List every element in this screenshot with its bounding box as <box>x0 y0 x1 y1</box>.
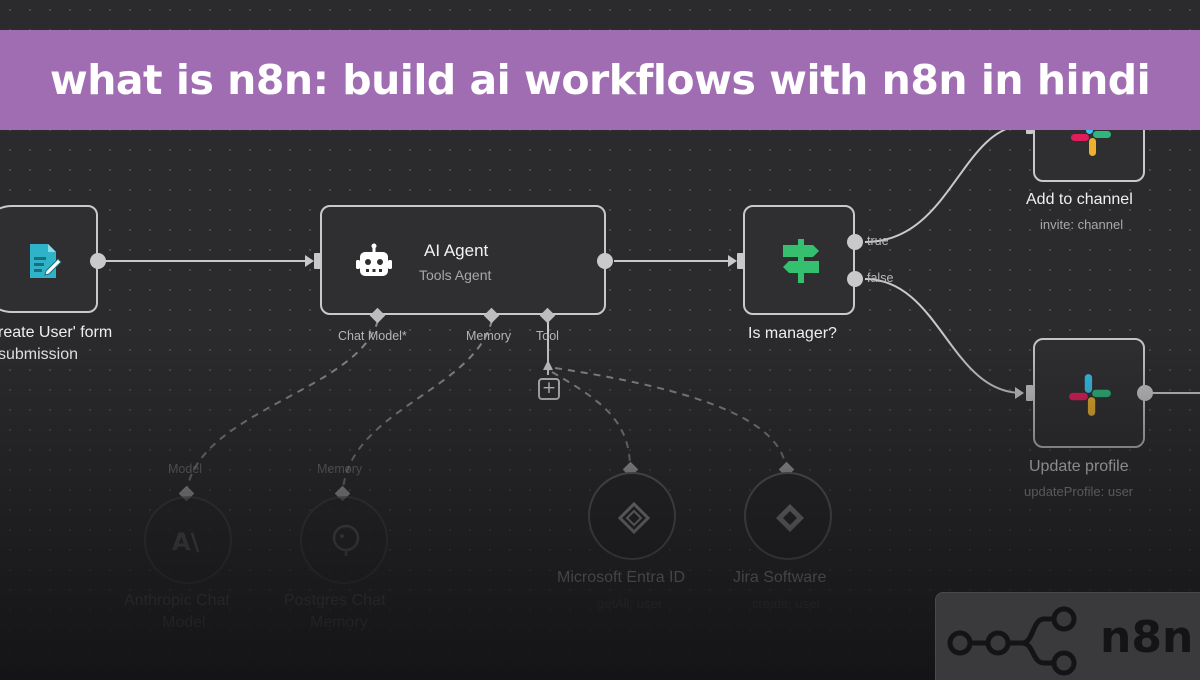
ai-agent-title: AI Agent <box>424 241 489 260</box>
jira-sublabel: create: user <box>752 596 821 611</box>
if-node[interactable] <box>743 205 855 315</box>
slack-update-sublabel: updateProfile: user <box>1024 484 1134 499</box>
form-trigger-label-line1: reate User' form <box>0 324 113 341</box>
form-trigger-node[interactable] <box>0 205 98 313</box>
if-node-label: Is manager? <box>748 325 837 342</box>
postgres-icon <box>330 524 362 563</box>
slack-add-label: Add to channel <box>1026 191 1133 208</box>
entra-node[interactable] <box>588 472 676 560</box>
n8n-logo-icon <box>947 606 1077 676</box>
postgres-label-line1: Postgres Chat <box>284 592 386 609</box>
entra-icon <box>614 498 654 543</box>
if-true-handle[interactable] <box>847 234 863 250</box>
slack-add-sublabel: invite: channel <box>1040 217 1124 232</box>
chat-model-port-label: Chat Model* <box>338 329 407 343</box>
if-true-label: true <box>867 234 889 248</box>
title-banner: what is n8n: build ai workflows with n8n… <box>0 30 1200 130</box>
memory-port-label: Memory <box>466 329 512 343</box>
robot-icon <box>354 243 394 288</box>
anthropic-label-line2: Model <box>162 614 206 631</box>
ai-agent-output-handle[interactable] <box>597 253 613 269</box>
add-tool-button[interactable]: + <box>538 378 560 400</box>
form-document-icon <box>24 241 64 286</box>
ai-agent-input-port[interactable] <box>314 253 321 269</box>
if-false-handle[interactable] <box>847 271 863 287</box>
ai-agent-subtitle: Tools Agent <box>419 267 492 283</box>
slack-update-node[interactable] <box>1033 338 1145 448</box>
anthropic-port-label: Model <box>168 462 203 476</box>
jira-node[interactable] <box>744 472 832 560</box>
postgres-node[interactable] <box>300 496 388 584</box>
anthropic-icon: A\ <box>172 528 200 556</box>
signpost-icon <box>779 237 823 290</box>
slack-update-input-port[interactable] <box>1026 385 1033 401</box>
jira-label: Jira Software <box>733 569 827 586</box>
form-trigger-output-handle[interactable] <box>90 253 106 269</box>
postgres-port-label: Memory <box>317 462 363 476</box>
if-node-input-port[interactable] <box>737 253 744 269</box>
n8n-logo-text: n8n <box>1100 612 1194 663</box>
form-trigger-label-line2: submission <box>0 346 79 363</box>
slack-update-output-handle[interactable] <box>1137 385 1153 401</box>
n8n-logo-badge <box>935 592 1200 680</box>
banner-title: what is n8n: build ai workflows with n8n… <box>49 56 1151 104</box>
ai-agent-node[interactable]: AI Agent Tools Agent <box>320 205 606 315</box>
entra-sublabel: getAll: user <box>597 596 663 611</box>
anthropic-node[interactable]: A\ <box>144 496 232 584</box>
slack-icon <box>1067 372 1113 423</box>
slack-update-label: Update profile <box>1029 458 1129 475</box>
if-false-label: false <box>867 271 894 285</box>
postgres-label-line2: Memory <box>310 614 368 631</box>
tool-port-label: Tool <box>536 329 559 343</box>
entra-label: Microsoft Entra ID <box>557 569 686 586</box>
jira-icon <box>772 500 808 541</box>
anthropic-label-line1: Anthropic Chat <box>124 592 230 609</box>
